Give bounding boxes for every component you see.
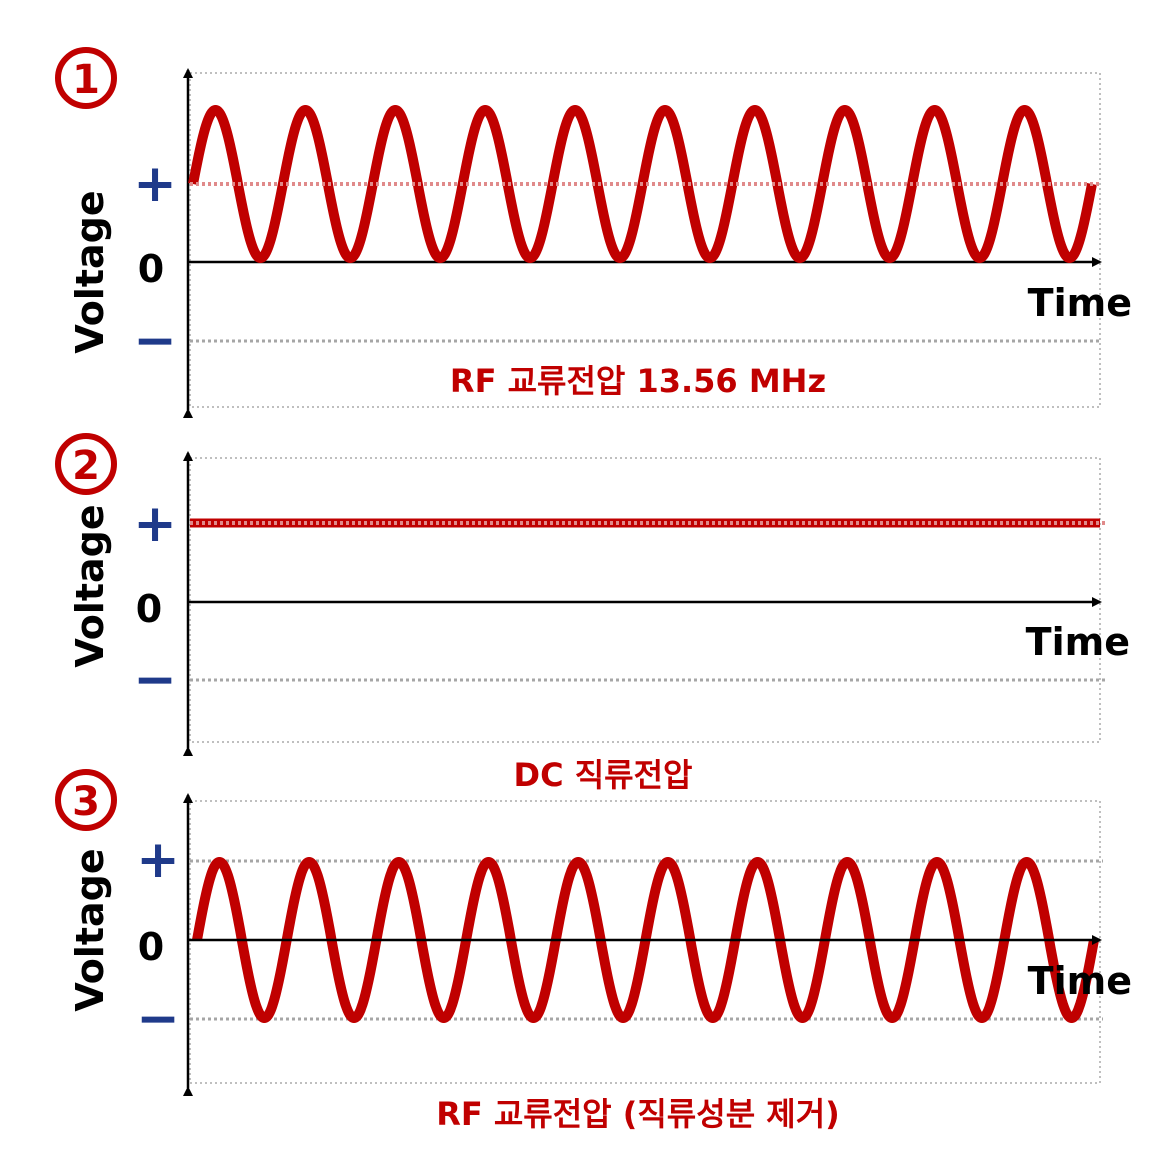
panel-2-frame: [189, 457, 1101, 743]
panel-1-minus-sign: −: [133, 311, 177, 371]
panel-3-minus-sign: −: [136, 989, 180, 1049]
panel-3-y-label: Voltage: [68, 848, 112, 1011]
panel-2: 2 + 0 − Voltage Time DC 직류전압: [55, 433, 1130, 794]
panel-1-number-circle: [55, 47, 117, 109]
panel-2-minus-sign: −: [133, 650, 177, 710]
panel-3-number-circle: [55, 769, 117, 831]
panel-1-caption: RF 교류전압 13.56 MHz: [450, 362, 826, 400]
panel-1-frame: [189, 72, 1101, 408]
panel-3-number: 3: [72, 779, 100, 825]
panel-3-caption: RF 교류전압 (직류성분 제거): [436, 1095, 840, 1133]
panel-3-zero-label: 0: [138, 925, 164, 969]
panel-3: 3 + 0 − Voltage Time RF 교류전압 (직류성분 제거): [55, 769, 1132, 1133]
panel-1-number: 1: [72, 57, 100, 103]
panel-2-x-label: Time: [1026, 620, 1130, 664]
panel-1-y-label: Voltage: [68, 190, 112, 353]
panel-3-plus-sign: +: [136, 830, 180, 890]
panel-2-y-label: Voltage: [68, 504, 112, 667]
panel-2-number: 2: [72, 443, 100, 489]
panel-2-caption: DC 직류전압: [514, 756, 693, 794]
panel-1-zero-label: 0: [138, 247, 164, 291]
panel-2-zero-label: 0: [136, 587, 162, 631]
panel-2-plus-sign: +: [133, 494, 177, 554]
panel-1-x-label: Time: [1028, 281, 1132, 325]
panel-2-number-circle: [55, 433, 117, 495]
panel-1-plus-sign: +: [133, 154, 177, 214]
panel-3-x-label: Time: [1028, 959, 1132, 1003]
panel-1: 1 + 0 − Voltage Time RF 교류전압 13.56 MHz: [55, 47, 1132, 418]
